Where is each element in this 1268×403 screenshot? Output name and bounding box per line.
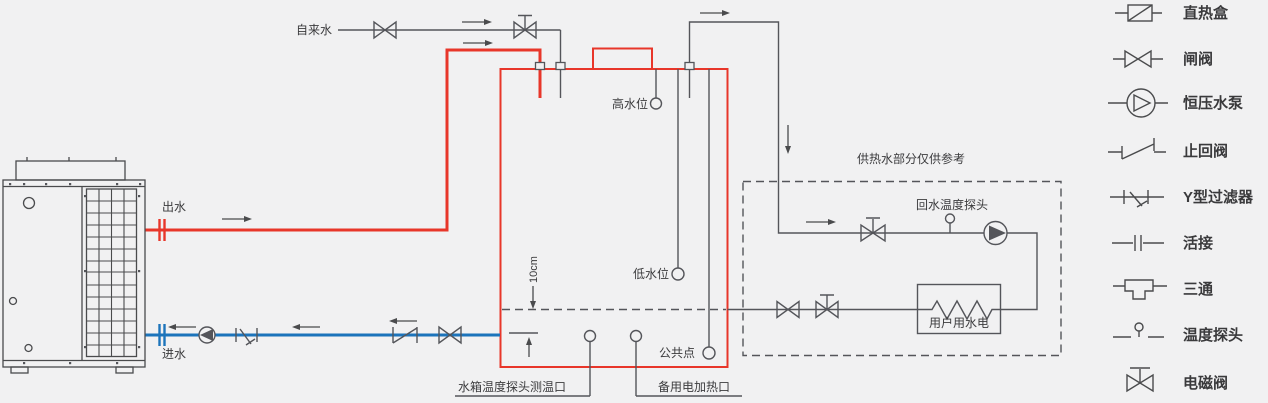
unit-rivets — [9, 183, 142, 365]
heat-pump-unit — [2, 157, 146, 374]
temperature-probe-icon — [1113, 322, 1164, 338]
gate-valve-icon — [438, 325, 462, 345]
check-valve-icon — [1108, 138, 1166, 160]
svg-text:温度探头: 温度探头 — [1183, 326, 1243, 344]
hot-water-section-dashed-box — [742, 180, 1062, 357]
legend-item-check-valve: 止回阀 — [1108, 138, 1228, 160]
cold-water-pipes — [145, 324, 500, 346]
user-load-label: 用户用水电 — [929, 315, 989, 330]
temp-probe-port-leader — [455, 341, 591, 397]
unit-fan-knob — [22, 196, 36, 210]
tap-water-label: 自来水 — [296, 23, 332, 37]
tank-top-cap — [592, 47, 653, 70]
return-probe-label: 回水温度探头 — [916, 197, 988, 212]
backup-heater-port-leader — [635, 341, 742, 397]
gate-valve-icon — [373, 20, 397, 40]
common-point-probe-icon — [702, 346, 716, 360]
level-gap-label: 10cm — [528, 256, 540, 283]
cold-union-icon — [158, 324, 166, 346]
y-strainer-icon — [235, 328, 258, 346]
unit-foot — [10, 366, 29, 374]
constant-pressure-pump-icon — [983, 220, 1008, 246]
low-level-label: 低水位 — [633, 266, 669, 281]
heater-element-icon — [917, 299, 1001, 321]
hot-water-section-title: 供热水部分仅供参考 — [857, 151, 965, 166]
y-strainer-icon — [1110, 190, 1164, 208]
temp-probe-port-icon — [583, 329, 597, 343]
legend-item-direct-heat-box: 直热盒 — [1115, 4, 1229, 22]
backup-heater-port-icon — [629, 329, 643, 343]
svg-text:Y型过滤器: Y型过滤器 — [1183, 188, 1254, 206]
unit-inlet-label: 进水 — [162, 347, 186, 361]
hot-outlet-pipe — [145, 48, 542, 232]
legend-item-y-strainer: Y型过滤器 — [1110, 188, 1254, 208]
tee-icon — [1113, 279, 1167, 300]
water-tank — [499, 68, 729, 368]
tank-top-fittings — [534, 61, 695, 71]
union-fitting-icon — [555, 61, 566, 71]
tap-water-pipe — [338, 29, 562, 98]
high-level-probe-icon — [649, 97, 663, 110]
low-level-probe-icon — [671, 267, 685, 281]
hot-supply-circuit-pipe — [688, 21, 1038, 311]
svg-text:止回阀: 止回阀 — [1183, 142, 1228, 160]
direct-heat-box-icon — [1115, 4, 1162, 22]
gate-valve-icon — [776, 300, 800, 319]
solenoid-valve-icon — [860, 217, 886, 243]
backup-heater-port-label: 备用电加热口 — [658, 380, 730, 394]
svg-text:电磁阀: 电磁阀 — [1183, 374, 1228, 392]
check-valve-icon — [392, 327, 418, 344]
flow-arrows — [168, 10, 836, 357]
high-level-label: 高水位 — [612, 96, 648, 111]
legend-item-gate-valve: 闸阀 — [1113, 49, 1213, 69]
hot-union-icon — [158, 219, 166, 241]
svg-text:直热盒: 直热盒 — [1183, 4, 1229, 22]
unit-top-cap — [15, 160, 126, 181]
unit-cap-ticks — [26, 157, 117, 161]
circulation-pump-icon — [198, 326, 216, 344]
unit-outlet-label: 出水 — [162, 200, 186, 214]
legend-item-constant-pressure-pump: 恒压水泵 — [1108, 88, 1243, 118]
unit-frame-lines — [3, 185, 145, 362]
unit-foot — [115, 366, 134, 374]
unit-screw — [24, 343, 33, 353]
temp-probe-port-label: 水箱温度探头测温口 — [458, 379, 566, 394]
solenoid-valve-icon — [815, 294, 839, 319]
legend-item-tee: 三通 — [1113, 279, 1213, 300]
unit-screw — [8, 296, 18, 306]
legend-item-union: 活接 — [1112, 234, 1213, 252]
unit-grille-grid — [86, 189, 137, 357]
legend-item-temperature-probe: 温度探头 — [1113, 322, 1243, 344]
svg-text:闸阀: 闸阀 — [1183, 50, 1213, 68]
common-point-label: 公共点 — [659, 346, 695, 360]
svg-text:恒压水泵: 恒压水泵 — [1183, 94, 1243, 112]
legend-item-solenoid-valve: 电磁阀 — [1126, 367, 1228, 393]
union-fitting-icon — [684, 61, 695, 71]
probes-and-ports — [583, 97, 956, 360]
svg-text:活接: 活接 — [1183, 234, 1213, 252]
gate-valve-icon — [1113, 49, 1163, 69]
solenoid-valve-icon — [1126, 367, 1154, 393]
return-temp-probe-icon — [944, 213, 956, 224]
union-icon — [1112, 235, 1164, 251]
solenoid-valve-icon — [513, 14, 537, 40]
unit-body — [2, 179, 146, 368]
legend: 直热盒 闸阀 恒压水泵 止回阀 — [1108, 4, 1254, 393]
svg-text:三通: 三通 — [1183, 281, 1213, 298]
constant-pressure-pump-icon — [1108, 88, 1168, 118]
union-fitting-icon — [534, 61, 546, 71]
